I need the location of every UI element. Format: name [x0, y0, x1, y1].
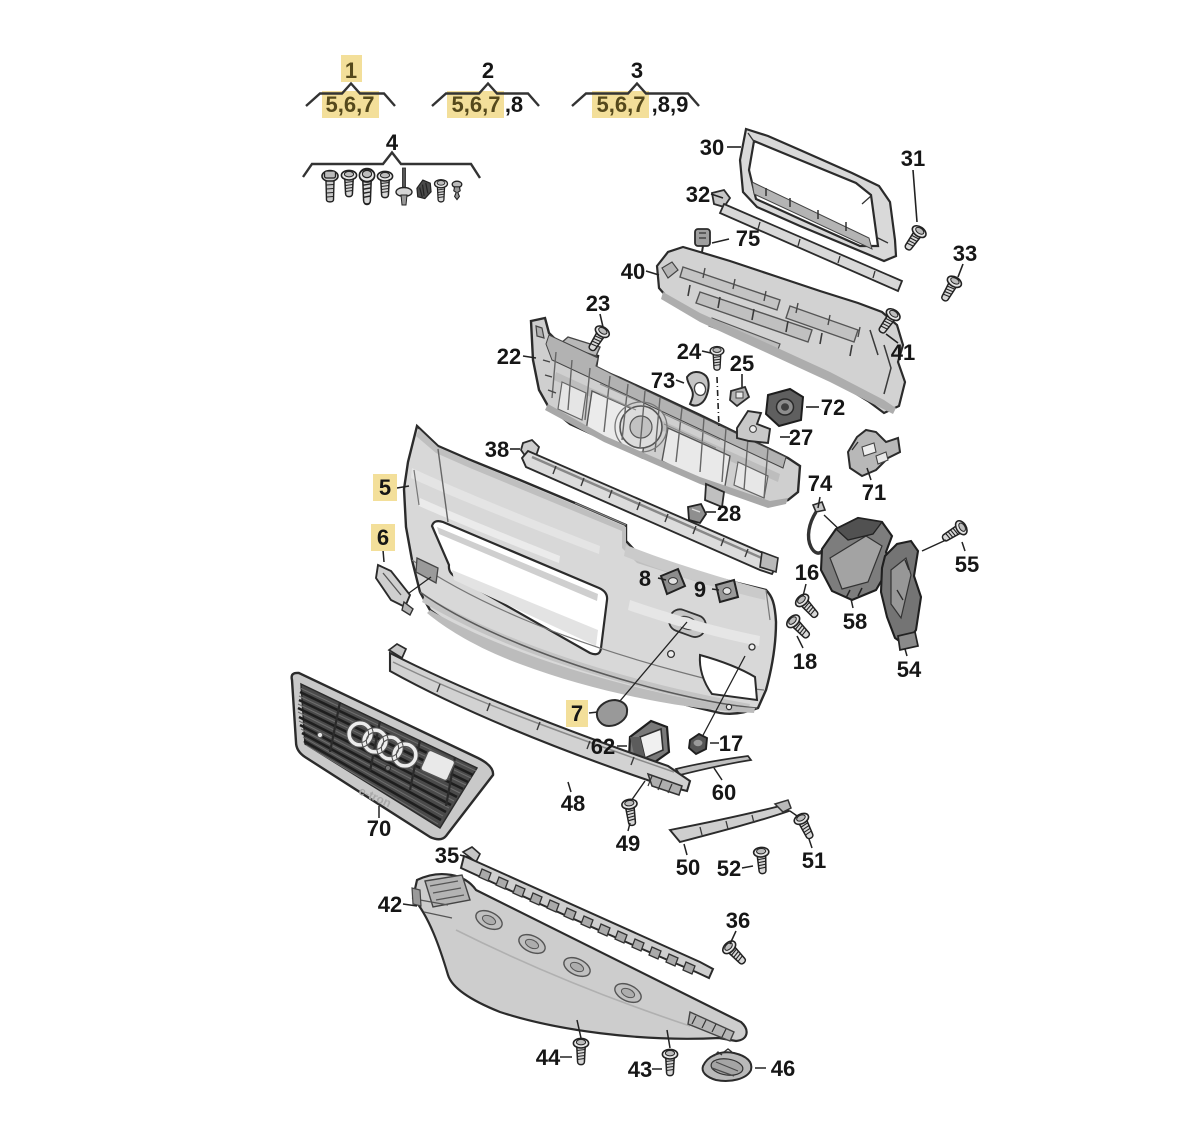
svg-text:49: 49 [616, 831, 640, 856]
svg-text:,8: ,8 [505, 92, 523, 117]
svg-text:74: 74 [808, 471, 833, 496]
svg-text:51: 51 [802, 848, 826, 873]
svg-text:32: 32 [686, 182, 710, 207]
svg-text:27: 27 [789, 425, 813, 450]
svg-text:50: 50 [676, 855, 700, 880]
svg-text:52: 52 [717, 856, 741, 881]
svg-text:2: 2 [482, 58, 494, 83]
svg-text:,8,9: ,8,9 [652, 92, 689, 117]
svg-text:71: 71 [862, 480, 886, 505]
svg-text:25: 25 [730, 351, 754, 376]
svg-text:48: 48 [561, 791, 585, 816]
svg-text:22: 22 [497, 344, 521, 369]
svg-text:73: 73 [651, 368, 675, 393]
svg-text:30: 30 [700, 135, 724, 160]
svg-text:9: 9 [694, 577, 706, 602]
svg-text:55: 55 [955, 552, 979, 577]
svg-text:35: 35 [435, 843, 459, 868]
svg-text:46: 46 [771, 1056, 795, 1081]
svg-text:72: 72 [821, 395, 845, 420]
svg-text:7: 7 [571, 701, 583, 726]
svg-text:16: 16 [795, 560, 819, 585]
svg-text:5,6,7: 5,6,7 [597, 92, 646, 117]
svg-text:31: 31 [901, 146, 925, 171]
svg-text:4: 4 [386, 130, 399, 155]
svg-text:17: 17 [719, 731, 743, 756]
svg-text:1: 1 [345, 58, 357, 83]
svg-text:18: 18 [793, 649, 817, 674]
svg-text:6: 6 [377, 525, 389, 550]
svg-text:75: 75 [736, 226, 760, 251]
svg-text:3: 3 [631, 58, 643, 83]
svg-text:36: 36 [726, 908, 750, 933]
svg-text:38: 38 [485, 437, 509, 462]
svg-text:24: 24 [677, 339, 702, 364]
svg-text:44: 44 [536, 1045, 561, 1070]
svg-text:58: 58 [843, 609, 867, 634]
svg-text:33: 33 [953, 241, 977, 266]
svg-text:8: 8 [639, 566, 651, 591]
svg-text:42: 42 [378, 892, 402, 917]
svg-text:54: 54 [897, 657, 922, 682]
svg-text:5: 5 [379, 475, 391, 500]
svg-text:23: 23 [586, 291, 610, 316]
svg-text:70: 70 [367, 816, 391, 841]
svg-text:60: 60 [712, 780, 736, 805]
svg-text:5,6,7: 5,6,7 [326, 92, 375, 117]
svg-text:40: 40 [621, 259, 645, 284]
svg-text:43: 43 [628, 1057, 652, 1082]
svg-text:41: 41 [891, 340, 915, 365]
svg-text:5,6,7: 5,6,7 [452, 92, 501, 117]
svg-text:28: 28 [717, 501, 741, 526]
svg-text:62: 62 [591, 734, 615, 759]
